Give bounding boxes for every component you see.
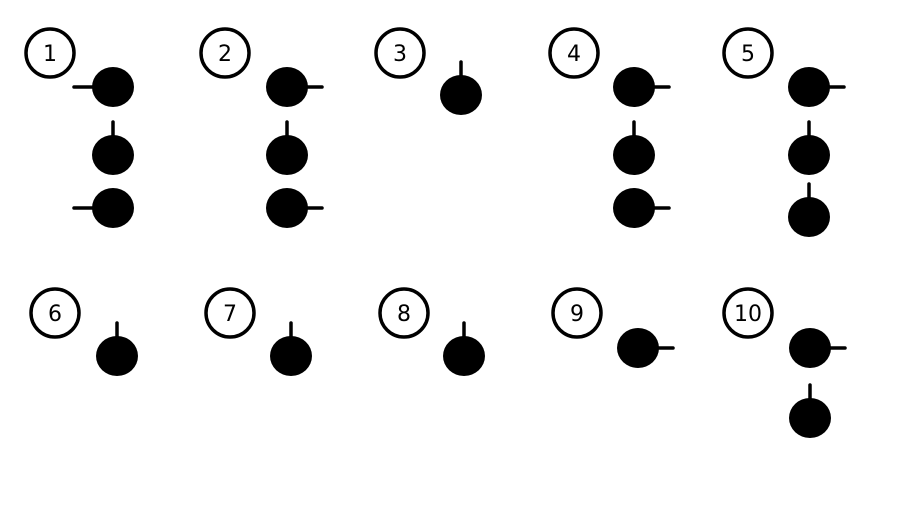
- figure-7: 7: [204, 287, 312, 376]
- dot: [613, 120, 655, 175]
- filled-dot: [788, 67, 830, 107]
- dot: [617, 328, 675, 368]
- dot: [266, 188, 324, 228]
- filled-dot: [92, 67, 134, 107]
- filled-dot: [613, 135, 655, 175]
- dot: [613, 67, 671, 107]
- filled-dot: [92, 135, 134, 175]
- label-ring: [722, 287, 774, 339]
- figure-4: 4: [548, 27, 671, 228]
- dot: [72, 67, 134, 107]
- filled-dot: [440, 75, 482, 115]
- figure-label: 7: [223, 302, 237, 327]
- filled-dot: [266, 135, 308, 175]
- figure-label: 10: [734, 302, 762, 327]
- filled-dot: [613, 188, 655, 228]
- filled-dot: [92, 188, 134, 228]
- figure-label: 2: [218, 42, 232, 67]
- dot: [443, 321, 485, 376]
- figure-label: 8: [397, 302, 411, 327]
- figure-label: 4: [567, 42, 581, 67]
- filled-dot: [788, 197, 830, 237]
- filled-dot: [266, 188, 308, 228]
- figure-10: 10: [722, 287, 847, 438]
- figure-8: 8: [378, 287, 485, 376]
- label-ring: [551, 287, 603, 339]
- filled-dot: [270, 336, 312, 376]
- filled-dot: [266, 67, 308, 107]
- figure-5: 5: [722, 27, 846, 237]
- figure-2: 2: [199, 27, 324, 228]
- dot: [266, 67, 324, 107]
- dot: [72, 188, 134, 228]
- dot: [270, 321, 312, 376]
- filled-dot: [443, 336, 485, 376]
- figure-6: 6: [29, 287, 138, 376]
- label-ring: [204, 287, 256, 339]
- figure-9: 9: [551, 287, 675, 368]
- dot: [788, 120, 830, 175]
- figure-label: 1: [43, 42, 57, 67]
- dot: [440, 60, 482, 115]
- label-ring: [722, 27, 774, 79]
- label-ring: [29, 287, 81, 339]
- dot: [788, 67, 846, 107]
- label-ring: [24, 27, 76, 79]
- figure-label: 5: [741, 42, 755, 67]
- dot: [266, 120, 308, 175]
- label-ring: [374, 27, 426, 79]
- dot: [613, 188, 671, 228]
- dot: [96, 321, 138, 376]
- label-ring: [378, 287, 430, 339]
- label-ring: [548, 27, 600, 79]
- dot: [788, 182, 830, 237]
- filled-dot: [789, 328, 831, 368]
- dot: [789, 383, 831, 438]
- figure-1: 1: [24, 27, 134, 228]
- figure-label: 3: [393, 42, 407, 67]
- filled-dot: [788, 135, 830, 175]
- dot: [92, 120, 134, 175]
- label-ring: [199, 27, 251, 79]
- filled-dot: [789, 398, 831, 438]
- figure-3: 3: [374, 27, 482, 115]
- figure-label: 9: [570, 302, 584, 327]
- filled-dot: [613, 67, 655, 107]
- dot: [789, 328, 847, 368]
- figure-label: 6: [48, 302, 62, 327]
- filled-dot: [617, 328, 659, 368]
- filled-dot: [96, 336, 138, 376]
